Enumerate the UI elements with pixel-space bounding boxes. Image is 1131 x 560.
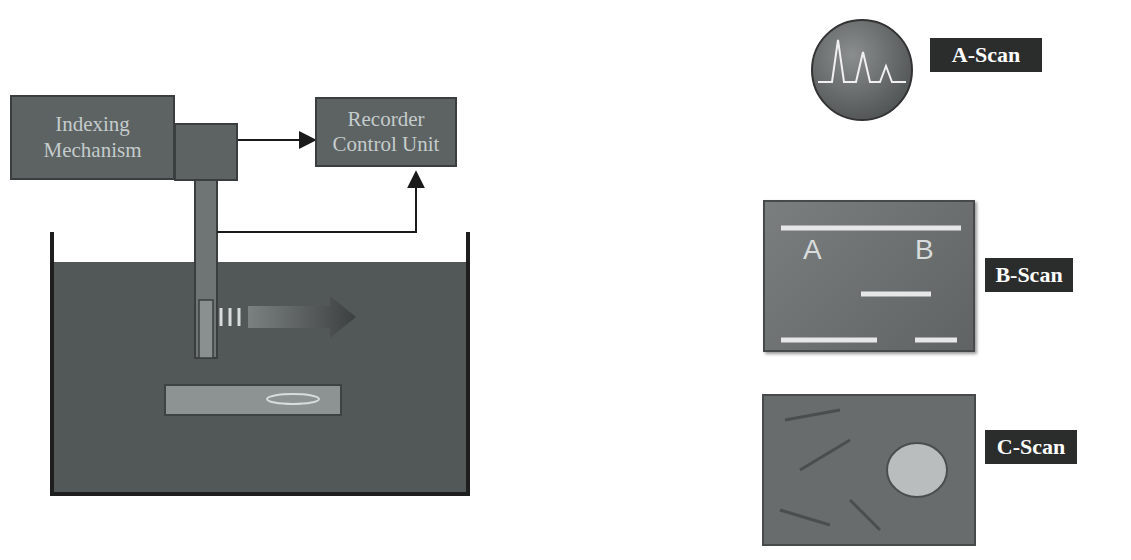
scan-name: C-Scan [997,434,1065,460]
scan-name: B-Scan [995,262,1062,288]
scan-direction-arrow [248,296,356,338]
signal-wire [217,172,416,232]
probe-rod [195,180,217,358]
mechanism-box: Indexing Mechanism [10,95,175,180]
flaw [267,394,319,404]
recorder-box: Recorder Control Unit [315,97,457,167]
scan-label: C-Scan [985,430,1077,464]
water-bath [52,262,468,492]
scan-label: A-Scan [930,38,1042,72]
region-letter: B [915,234,934,266]
test-sample [165,385,341,415]
tank-wall [52,232,468,494]
a-scan-display [812,20,912,120]
region-letter: A [803,234,822,266]
indexing-carriage [175,124,237,180]
scan-name: A-Scan [952,42,1020,68]
pulse-lines [221,308,239,326]
a-scan-trace [818,40,906,82]
transducer [199,300,213,358]
b-scan-display: AB [763,200,975,352]
unit-name: Recorder Control Unit [325,107,447,157]
c-scan-display [763,395,975,545]
scan-label: B-Scan [985,258,1073,292]
b-scan-trace [765,202,973,350]
unit-name: Indexing Mechanism [20,112,165,162]
